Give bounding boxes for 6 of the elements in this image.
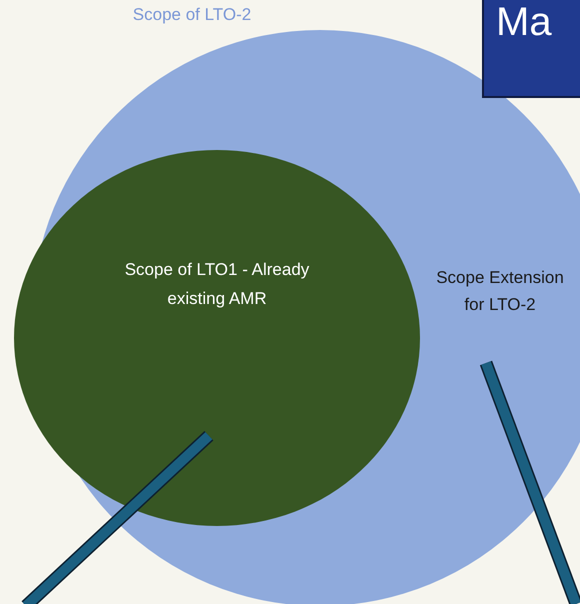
circle-heading: Scope of LTO-2 [132,5,252,26]
leader-line [22,431,214,604]
circle-label: Scope of LTO1 - Already existing AMR [124,259,310,310]
scope-label: Scope Extension for LTO-2 [435,267,565,316]
title-text: Ma [496,0,553,46]
leader-line [480,360,580,604]
